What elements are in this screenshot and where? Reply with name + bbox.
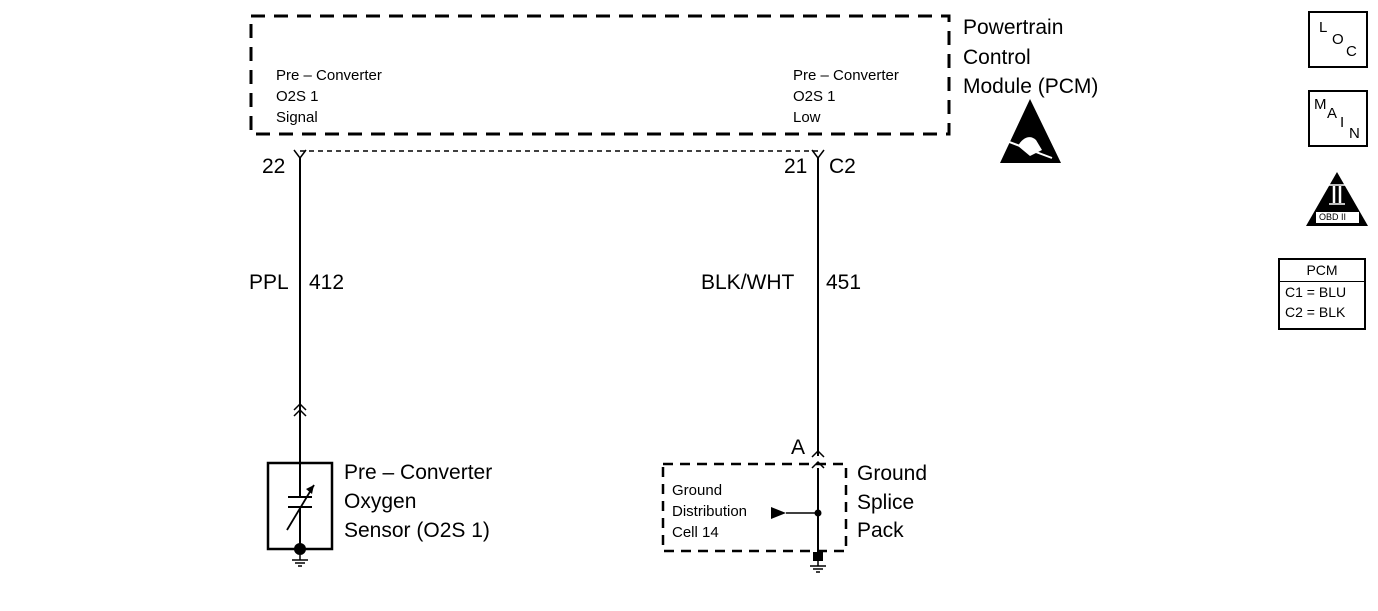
main-letter-m: M [1314,96,1327,113]
pcm-low-label-3: Low [793,109,821,126]
esd-warning-icon [1000,99,1061,163]
loc-letter-l: L [1319,19,1328,36]
pcm-signal-label-1: Pre – Converter [276,67,382,84]
splice-pack-outline [661,462,848,553]
splice-title-1: Ground [857,462,928,485]
circuit-number-left: 412 [309,271,345,294]
pin-number-left: 22 [262,155,286,178]
wire-color-left: PPL [249,271,289,294]
circuit-number-right: 451 [826,271,862,294]
inline-connector-icon [293,402,307,417]
variable-arrow-head [306,485,314,494]
obd-ii-label: OBD II [1319,212,1347,222]
pcm-table-row-c1: C1 = BLU [1285,284,1347,300]
wire-color-right: BLK/WHT [701,271,795,294]
pcm-signal-label-2: O2S 1 [276,88,319,105]
obd-ii-numeral: II [1331,187,1339,201]
main-letter-a: A [1327,105,1338,122]
pcm-low-label-2: O2S 1 [793,88,836,105]
pcm-title-line2: Control [963,46,1031,69]
pcm-title-line3: Module (PCM) [963,75,1099,98]
ground-icon [810,561,826,573]
main-letter-n: N [1349,125,1360,142]
splice-inner-1: Ground [672,482,723,499]
splice-title-2: Splice [857,491,915,514]
splice-node [814,509,822,517]
main-icon: M A I N [1308,90,1368,147]
sensor-label-1: Pre – Converter [344,461,493,484]
connector-a-icon [811,449,825,469]
splice-title-3: Pack [857,519,904,542]
main-letter-i: I [1340,114,1345,131]
loc-icon: L O C [1308,11,1368,68]
pcm-outline [249,14,951,136]
pcm-low-label-1: Pre – Converter [793,67,899,84]
pcm-signal-label-3: Signal [276,109,318,126]
pcm-table-header: PCM [1280,260,1364,282]
obd-ii-icon [1306,172,1368,226]
sensor-ground-dot [294,543,306,555]
sensor-label-2: Oxygen [344,490,417,513]
pcm-table-row-c2: C2 = BLK [1285,304,1346,320]
pcm-title-line1: Powertrain [963,16,1064,39]
pin-number-right: 21 [784,155,808,178]
ground-icon [292,555,308,567]
loc-letter-c: C [1346,43,1357,60]
splice-ground-block [813,552,823,561]
variable-arrow [286,484,315,531]
connector-id: C2 [829,155,856,178]
pcm-connector-table: PCM C1 = BLU C2 = BLK [1278,258,1366,330]
splice-inner-2: Distribution [672,503,748,520]
splice-inner-3: Cell 14 [672,524,719,541]
loc-letter-o: O [1332,31,1344,48]
connector-a-label: A [791,436,806,459]
splice-arrow-icon [771,507,786,519]
sensor-label-3: Sensor (O2S 1) [344,519,490,542]
